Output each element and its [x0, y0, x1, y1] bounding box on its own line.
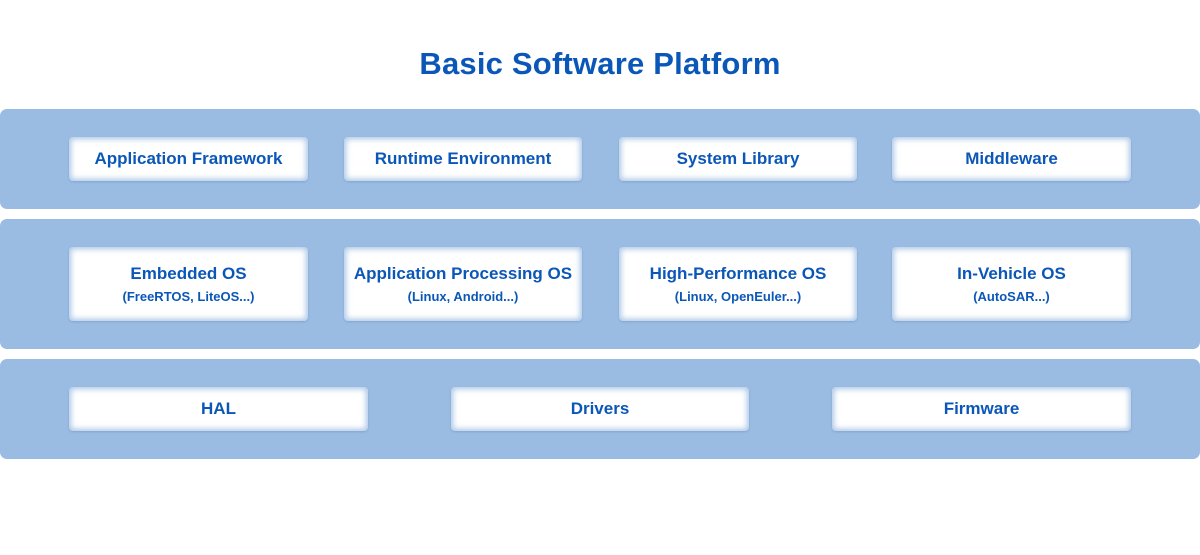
box-drivers: Drivers	[451, 387, 749, 431]
box-in-vehicle-os: In-Vehicle OS (AutoSAR...)	[892, 247, 1131, 321]
box-firmware: Firmware	[832, 387, 1131, 431]
diagram-title: Basic Software Platform	[419, 46, 781, 81]
box-application-processing-os: Application Processing OS (Linux, Androi…	[344, 247, 582, 321]
box-label: Application Processing OS	[353, 264, 573, 283]
box-label: Runtime Environment	[374, 149, 552, 168]
box-middleware: Middleware	[892, 137, 1131, 181]
box-sublabel: (Linux, Android...)	[407, 289, 519, 304]
box-label: Drivers	[570, 399, 630, 418]
layer-hardware-abstraction: HAL Drivers Firmware	[0, 359, 1200, 459]
box-high-performance-os: High-Performance OS (Linux, OpenEuler...…	[619, 247, 857, 321]
box-embedded-os: Embedded OS (FreeRTOS, LiteOS...)	[69, 247, 308, 321]
box-application-framework: Application Framework	[69, 137, 308, 181]
layer-operating-systems: Embedded OS (FreeRTOS, LiteOS...) Applic…	[0, 219, 1200, 349]
layer-application-support: Application Framework Runtime Environmen…	[0, 109, 1200, 209]
box-label: Application Framework	[94, 149, 283, 168]
box-sublabel: (AutoSAR...)	[973, 289, 1050, 304]
box-sublabel: (Linux, OpenEuler...)	[674, 289, 802, 304]
box-label: Embedded OS	[130, 264, 247, 283]
box-label: HAL	[201, 399, 236, 418]
box-label: High-Performance OS	[649, 264, 827, 283]
box-hal: HAL	[69, 387, 368, 431]
box-runtime-environment: Runtime Environment	[344, 137, 582, 181]
box-label: System Library	[676, 149, 800, 168]
box-sublabel: (FreeRTOS, LiteOS...)	[122, 289, 255, 304]
box-label: Middleware	[965, 149, 1058, 168]
box-label: In-Vehicle OS	[957, 264, 1066, 283]
box-system-library: System Library	[619, 137, 857, 181]
box-label: Firmware	[943, 399, 1020, 418]
